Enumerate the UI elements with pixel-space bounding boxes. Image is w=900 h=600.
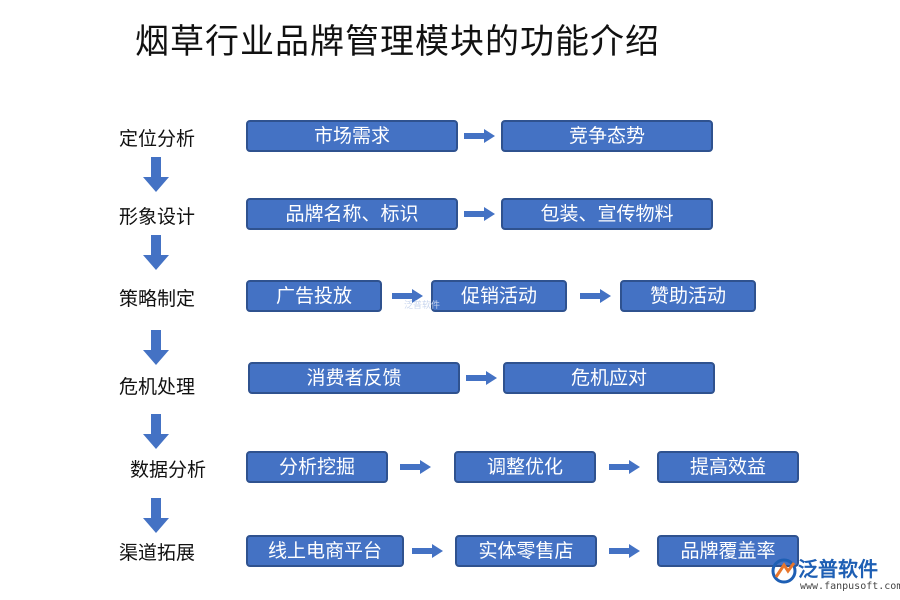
step-adjust-optimize: 调整优化: [454, 451, 596, 483]
stage-label-crisis: 危机处理: [119, 376, 196, 398]
step-brand-name-logo: 品牌名称、标识: [246, 198, 458, 230]
down-arrow-icon: [143, 235, 169, 270]
right-arrow-icon: [466, 371, 497, 385]
step-physical-retail: 实体零售店: [455, 535, 597, 567]
logo-url: www.fanpusoft.com: [800, 581, 900, 592]
stage-label-positioning: 定位分析: [119, 128, 196, 150]
step-brand-coverage: 品牌覆盖率: [657, 535, 799, 567]
right-arrow-icon: [609, 544, 640, 558]
right-arrow-icon: [580, 289, 611, 303]
right-arrow-icon: [464, 129, 495, 143]
right-arrow-icon: [392, 289, 423, 303]
step-analysis-mining: 分析挖掘: [246, 451, 388, 483]
diagram-title: 烟草行业品牌管理模块的功能介绍: [135, 22, 660, 62]
step-market-demand: 市场需求: [246, 120, 458, 152]
step-improve-efficiency: 提高效益: [657, 451, 799, 483]
step-online-ecommerce: 线上电商平台: [246, 535, 404, 567]
step-crisis-response: 危机应对: [503, 362, 715, 394]
step-advertising: 广告投放: [246, 280, 382, 312]
logo-mark-icon: [771, 558, 797, 584]
step-consumer-feedback: 消费者反馈: [248, 362, 460, 394]
stage-label-strategy: 策略制定: [119, 288, 196, 310]
stage-label-channels: 渠道拓展: [119, 542, 196, 564]
stage-label-image-design: 形象设计: [119, 206, 196, 228]
step-promotion: 促销活动: [431, 280, 567, 312]
down-arrow-icon: [143, 330, 169, 365]
down-arrow-icon: [143, 157, 169, 192]
right-arrow-icon: [609, 460, 640, 474]
step-sponsorship: 赞助活动: [620, 280, 756, 312]
brand-logo: 泛普软件 www.fanpusoft.com: [770, 553, 900, 597]
stage-label-data-analysis: 数据分析: [130, 459, 207, 481]
step-competition: 竞争态势: [501, 120, 713, 152]
right-arrow-icon: [412, 544, 443, 558]
down-arrow-icon: [143, 414, 169, 449]
step-packaging-promo: 包装、宣传物料: [501, 198, 713, 230]
logo-name: 泛普软件: [798, 557, 878, 581]
watermark: 泛普软件: [404, 301, 441, 311]
right-arrow-icon: [464, 207, 495, 221]
right-arrow-icon: [400, 460, 431, 474]
down-arrow-icon: [143, 498, 169, 533]
